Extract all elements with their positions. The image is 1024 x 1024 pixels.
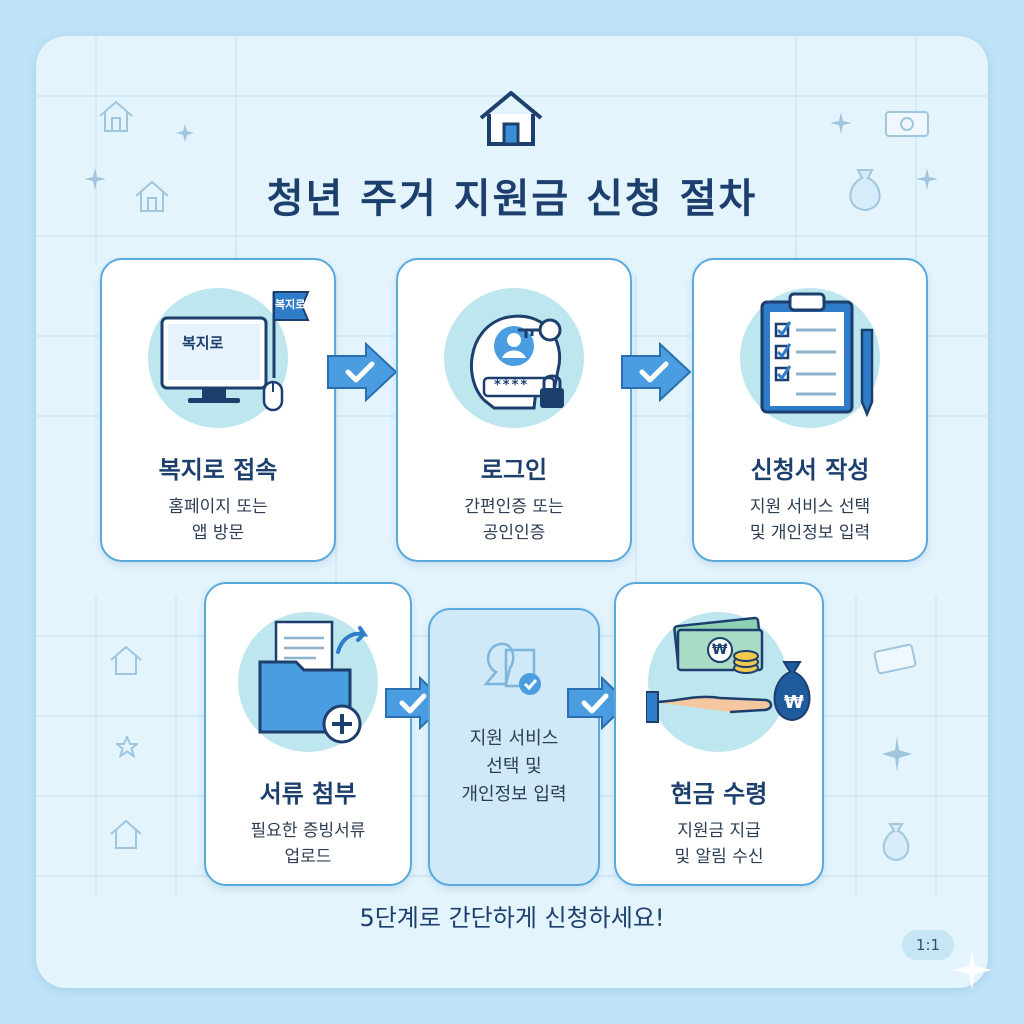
page-title: 청년 주거 지원금 신청 절차 bbox=[266, 176, 758, 222]
sparkle-icon bbox=[916, 168, 938, 190]
login-icon bbox=[470, 314, 564, 410]
arrow-right-check-icon bbox=[327, 342, 398, 402]
aspect-ratio-badge: 1:1 bbox=[902, 930, 954, 960]
step-desc-line: 필요한 증빙서류 bbox=[250, 821, 366, 841]
computer-icon bbox=[160, 291, 310, 412]
document-check-icon bbox=[483, 642, 541, 695]
step-card-3: 신청서 작성 지원 서비스 선택 및 개인정보 입력 bbox=[692, 258, 928, 562]
sparkle-icon bbox=[882, 736, 912, 772]
step-card-4: 서류 첨부 필요한 증빙서류 업로드 bbox=[204, 582, 412, 886]
step-desc-line: 선택 및 bbox=[486, 756, 542, 777]
footer-text: 5단계로 간단하게 신청하세요! bbox=[359, 904, 665, 932]
sparkle-icon bbox=[952, 950, 992, 990]
house-outline-icon bbox=[99, 100, 133, 132]
money-bag-icon bbox=[882, 823, 910, 862]
step-desc-line: 간편인증 또는 bbox=[464, 497, 564, 517]
step-title: 신청서 작성 bbox=[750, 456, 870, 484]
screen-label: 복지로 bbox=[182, 334, 224, 352]
house-outline-icon bbox=[110, 819, 142, 849]
step-desc-line: 지원 서비스 bbox=[469, 728, 559, 749]
step-card-6: ₩ ₩ 현금 수령 지원금 지급 및 알림 수신 bbox=[614, 582, 824, 886]
step-title: 복지로 접속 bbox=[158, 456, 278, 484]
bill-symbol: ₩ bbox=[712, 642, 728, 658]
house-outline-icon bbox=[135, 180, 169, 212]
step-card-2: **** 로그인 간편인증 또는 공인인증 bbox=[396, 258, 632, 562]
step-desc-line: 및 개인정보 입력 bbox=[749, 523, 871, 543]
banknote-icon bbox=[873, 643, 917, 675]
bag-symbol: ₩ bbox=[784, 692, 804, 713]
step-title: 로그인 bbox=[480, 456, 548, 484]
step-title: 서류 첨부 bbox=[259, 780, 357, 808]
banknote-icon bbox=[885, 111, 929, 137]
sparkle-icon bbox=[176, 124, 194, 142]
step-desc-line: 지원 서비스 선택 bbox=[749, 497, 871, 517]
clipboard-icon bbox=[760, 292, 874, 418]
step-title: 현금 수령 bbox=[670, 780, 768, 808]
sparkle-icon bbox=[84, 168, 106, 190]
money-bag-icon bbox=[849, 169, 881, 212]
step-desc-line: 업로드 bbox=[284, 847, 332, 867]
cash-icon bbox=[646, 616, 811, 723]
folder-upload-icon bbox=[258, 620, 369, 744]
house-icon bbox=[479, 91, 543, 146]
step-card-1: 복지로 복지로 복지로 접속 홈페이지 또는 앱 방문 bbox=[100, 258, 336, 562]
step-desc-line: 및 알림 수신 bbox=[674, 847, 764, 867]
step-desc-line: 지원금 지급 bbox=[677, 821, 761, 841]
flag-label: 복지로 bbox=[275, 298, 306, 311]
password-mask: **** bbox=[494, 378, 530, 393]
step-desc-line: 홈페이지 또는 bbox=[168, 497, 268, 517]
house-outline-icon bbox=[110, 645, 142, 675]
arrow-right-check-icon bbox=[621, 342, 692, 402]
step-desc-line: 앱 방문 bbox=[191, 523, 245, 543]
step-desc-line: 공인인증 bbox=[482, 523, 546, 543]
star-icon bbox=[116, 736, 138, 758]
infographic-frame: 청년 주거 지원금 신청 절차 복지로 복지로 복지로 접속 홈페이지 또는 앱… bbox=[36, 36, 988, 988]
sparkle-icon bbox=[830, 112, 852, 134]
step-desc-line: 개인정보 입력 bbox=[461, 784, 567, 805]
step-card-5: 지원 서비스 선택 및 개인정보 입력 bbox=[428, 608, 600, 886]
